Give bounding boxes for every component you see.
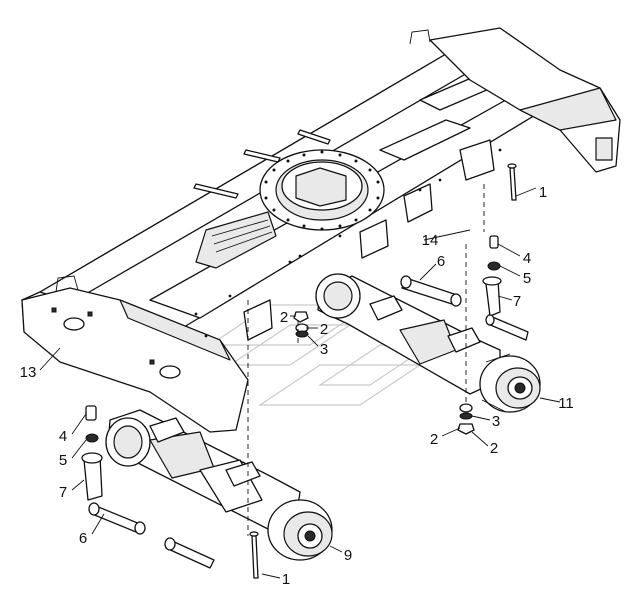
callout-c3b: 3: [492, 413, 500, 430]
callout-c2c: 2: [430, 431, 438, 448]
callout-c7b: 7: [59, 484, 67, 501]
callout-c7a: 7: [513, 293, 521, 310]
leader-lines: [39, 187, 561, 579]
ring-bolts: [264, 150, 380, 231]
steering-cylinder-lower: [88, 502, 146, 535]
rear-axle-assembly: [105, 409, 333, 561]
bolt-1-upper: [507, 163, 517, 201]
callout-c2b: 2: [320, 321, 328, 338]
part-7-right: [482, 276, 502, 317]
callout-c3a: 3: [320, 341, 328, 358]
nuts-center: [293, 311, 309, 338]
callout-c6b: 6: [79, 530, 87, 547]
callout-c6a: 6: [437, 253, 445, 270]
callout-c13: 13: [20, 364, 37, 381]
callout-c2d: 2: [490, 440, 498, 457]
cylinder-right-lower: [485, 314, 529, 341]
callout-c4b: 4: [59, 428, 67, 445]
callout-c2a: 2: [280, 309, 288, 326]
alignment-lines: [247, 184, 485, 536]
callout-c9: 9: [344, 547, 352, 564]
callout-c5b: 5: [59, 452, 67, 469]
parts-4-5-7-left: [81, 405, 103, 501]
callout-c5a: 5: [523, 270, 531, 287]
nuts-right-lower: [457, 403, 475, 435]
frame-assembly: [21, 27, 621, 433]
callout-c1b: 1: [282, 571, 290, 588]
callout-c4a: 4: [523, 250, 531, 267]
steering-cylinder-upper: [400, 275, 462, 307]
cylinder-lower-right: [164, 537, 215, 569]
front-axle-assembly: [315, 273, 541, 413]
bolt-1-lower: [249, 531, 259, 579]
callout-c11: 11: [558, 395, 574, 412]
parts-4-5-right: [487, 235, 501, 271]
callout-c1a: 1: [539, 184, 547, 201]
callout-c14: 14: [422, 232, 439, 249]
